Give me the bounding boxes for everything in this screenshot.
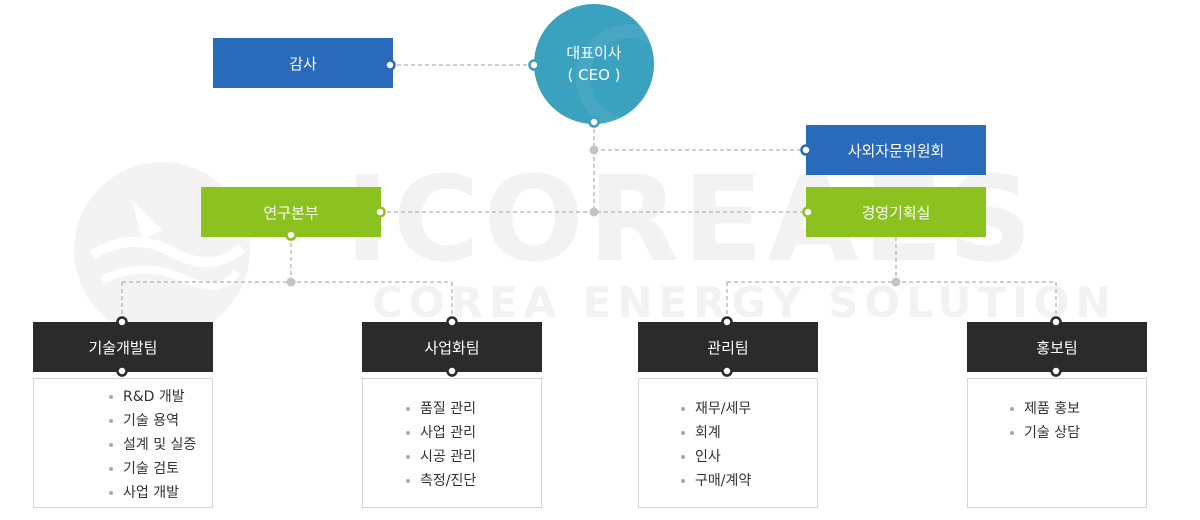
watermark-tagline: COREA ENERGY SOLUTION	[372, 278, 1117, 327]
tech-dev-team-box: 기술개발팀	[33, 322, 213, 372]
list-item: 기술 용역	[109, 409, 212, 433]
list-item: 회계	[681, 421, 817, 445]
list-item: 사업 관리	[406, 421, 541, 445]
list-item: 설계 및 실증	[109, 433, 212, 457]
list-item: 기술 검토	[109, 457, 212, 481]
list-item: 측정/진단	[406, 469, 541, 493]
list-item: 사업 개발	[109, 481, 212, 505]
list-item: 시공 관리	[406, 445, 541, 469]
list-item: 품질 관리	[406, 397, 541, 421]
list-item: 기술 상담	[1010, 421, 1146, 445]
ceo-title: 대표이사	[566, 44, 622, 62]
ceo-circle: 대표이사 ( CEO )	[534, 4, 654, 124]
list-item: 재무/세무	[681, 397, 817, 421]
advisory-committee-box: 사외자문위원회	[806, 125, 986, 175]
pr-team-box: 홍보팀	[967, 322, 1147, 372]
tech-dev-duty-list: R&D 개발 기술 용역 설계 및 실증 기술 검토 사업 개발	[33, 378, 213, 508]
business-team-box: 사업화팀	[362, 322, 542, 372]
management-planning-box: 경영기획실	[806, 187, 986, 237]
audit-box: 감사	[213, 38, 393, 88]
list-item: 인사	[681, 445, 817, 469]
list-item: R&D 개발	[109, 385, 212, 409]
research-hq-box: 연구본부	[201, 187, 381, 237]
list-item: 구매/계약	[681, 469, 817, 493]
admin-team-box: 관리팀	[638, 322, 818, 372]
business-duty-list: 품질 관리 사업 관리 시공 관리 측정/진단	[362, 378, 542, 508]
ceo-subtitle: ( CEO )	[567, 66, 621, 84]
list-item: 제품 홍보	[1010, 397, 1146, 421]
admin-duty-list: 재무/세무 회계 인사 구매/계약	[638, 378, 818, 508]
pr-duty-list: 제품 홍보 기술 상담	[967, 378, 1147, 508]
